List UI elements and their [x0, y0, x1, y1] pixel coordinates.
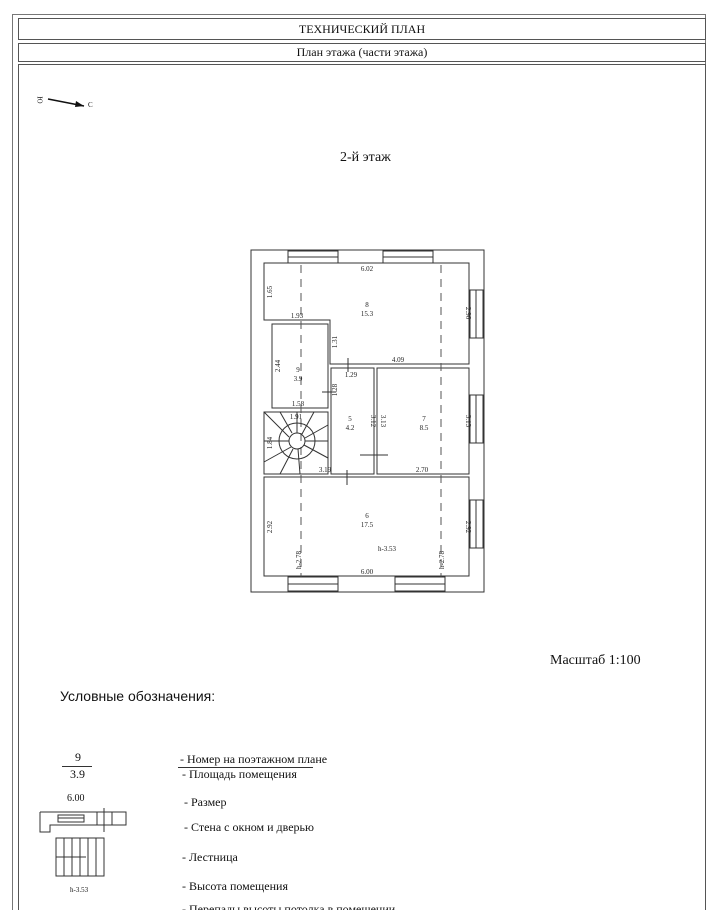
room-9-number: 9: [296, 366, 300, 374]
staircase-icon: [55, 837, 105, 877]
dimension: 6.00: [361, 568, 374, 576]
dimension: 1.31: [331, 335, 339, 348]
dimension: 2.96: [464, 307, 472, 320]
legend-title: Условные обозначения:: [60, 688, 216, 704]
ceiling-height-mark: h-2.78: [295, 550, 303, 569]
outer-wall: [250, 249, 485, 593]
floor-label: 2-й этаж: [340, 150, 391, 165]
legend-symbols: [39, 808, 127, 877]
wall-window-door-icon: [39, 811, 127, 833]
legend-item-dimension: - Размер: [184, 795, 227, 809]
room-7-outline: [376, 367, 470, 475]
legend-item-stairs: - Лестница: [182, 850, 238, 864]
room-8-area: 15.3: [361, 310, 374, 318]
ceiling-height-mark: h-2.78: [438, 550, 446, 569]
dimension: 6.02: [361, 265, 374, 273]
drawing-area: [18, 64, 706, 910]
room-7-area: 8.5: [420, 424, 429, 432]
legend-underline: [178, 767, 313, 768]
scale-label: Масштаб 1:100: [550, 653, 641, 668]
room-5-area: 4.2: [346, 424, 355, 432]
doors: [322, 358, 388, 485]
legend-item-room-number: - Номер на поэтажном плане: [180, 752, 328, 766]
compass-north-label: С: [88, 101, 93, 109]
legend-item-area: - Площадь помещения: [182, 767, 297, 781]
room-8-outline: [263, 262, 470, 365]
room-5-number: 5: [348, 415, 352, 423]
room-8-number: 8: [365, 301, 369, 309]
room-6-number: 6: [365, 512, 369, 520]
dimension: 1.28: [331, 383, 339, 396]
dimension: 4.09: [392, 356, 405, 364]
legend-item-wall: - Стена с окном и дверью: [184, 820, 314, 834]
dimension: 1.84: [266, 436, 274, 449]
subtitle-box: План этажа (части этажа): [18, 43, 706, 62]
room-6-area: 17.5: [361, 521, 374, 529]
dimension: 1.65: [266, 285, 274, 298]
stairs-icon: [263, 411, 329, 475]
stair-area-outline: [263, 411, 329, 475]
legend-divider: [62, 766, 92, 767]
dimension: 3.19: [319, 466, 332, 474]
legend-item-height: - Высота помещения: [182, 879, 288, 893]
legend-sample-dimension: 6.00: [67, 793, 85, 804]
document-title: ТЕХНИЧЕСКИЙ ПЛАН: [298, 22, 426, 36]
legend-item-ceiling-drop: - Перепады высоты потолка в помещении: [182, 902, 396, 910]
room-height: h-3.53: [378, 545, 397, 553]
room-9-area: 3.9: [294, 375, 303, 383]
dimension: 3.13: [379, 415, 387, 428]
legend-sample-area: 3.9: [70, 767, 85, 781]
dimension: 2.92: [464, 521, 472, 534]
legend-sample-height: h-3.53: [70, 886, 89, 894]
dimension: 1.91: [290, 413, 303, 421]
windows: [287, 250, 484, 592]
dimension: 3.12: [369, 415, 377, 428]
legend-sample-number: 9: [75, 750, 81, 764]
dimension: 1.93: [291, 312, 304, 320]
compass-arrow-icon: [47, 98, 85, 107]
dimension: 3.13: [464, 415, 472, 428]
room-6-outline: [263, 476, 470, 577]
axis-lines: [300, 265, 442, 590]
dimension: 2.70: [416, 466, 429, 474]
room-7-number: 7: [422, 415, 426, 423]
room-5-outline: [330, 367, 375, 475]
dimension: 2.92: [266, 520, 274, 533]
dimension: 1.58: [292, 400, 305, 408]
dimension: 2.44: [274, 359, 282, 372]
dimension: 1.29: [345, 371, 358, 379]
room-9-outline: [271, 323, 329, 409]
document-subtitle: План этажа (части этажа): [296, 45, 428, 59]
title-box: ТЕХНИЧЕСКИЙ ПЛАН: [18, 18, 706, 40]
